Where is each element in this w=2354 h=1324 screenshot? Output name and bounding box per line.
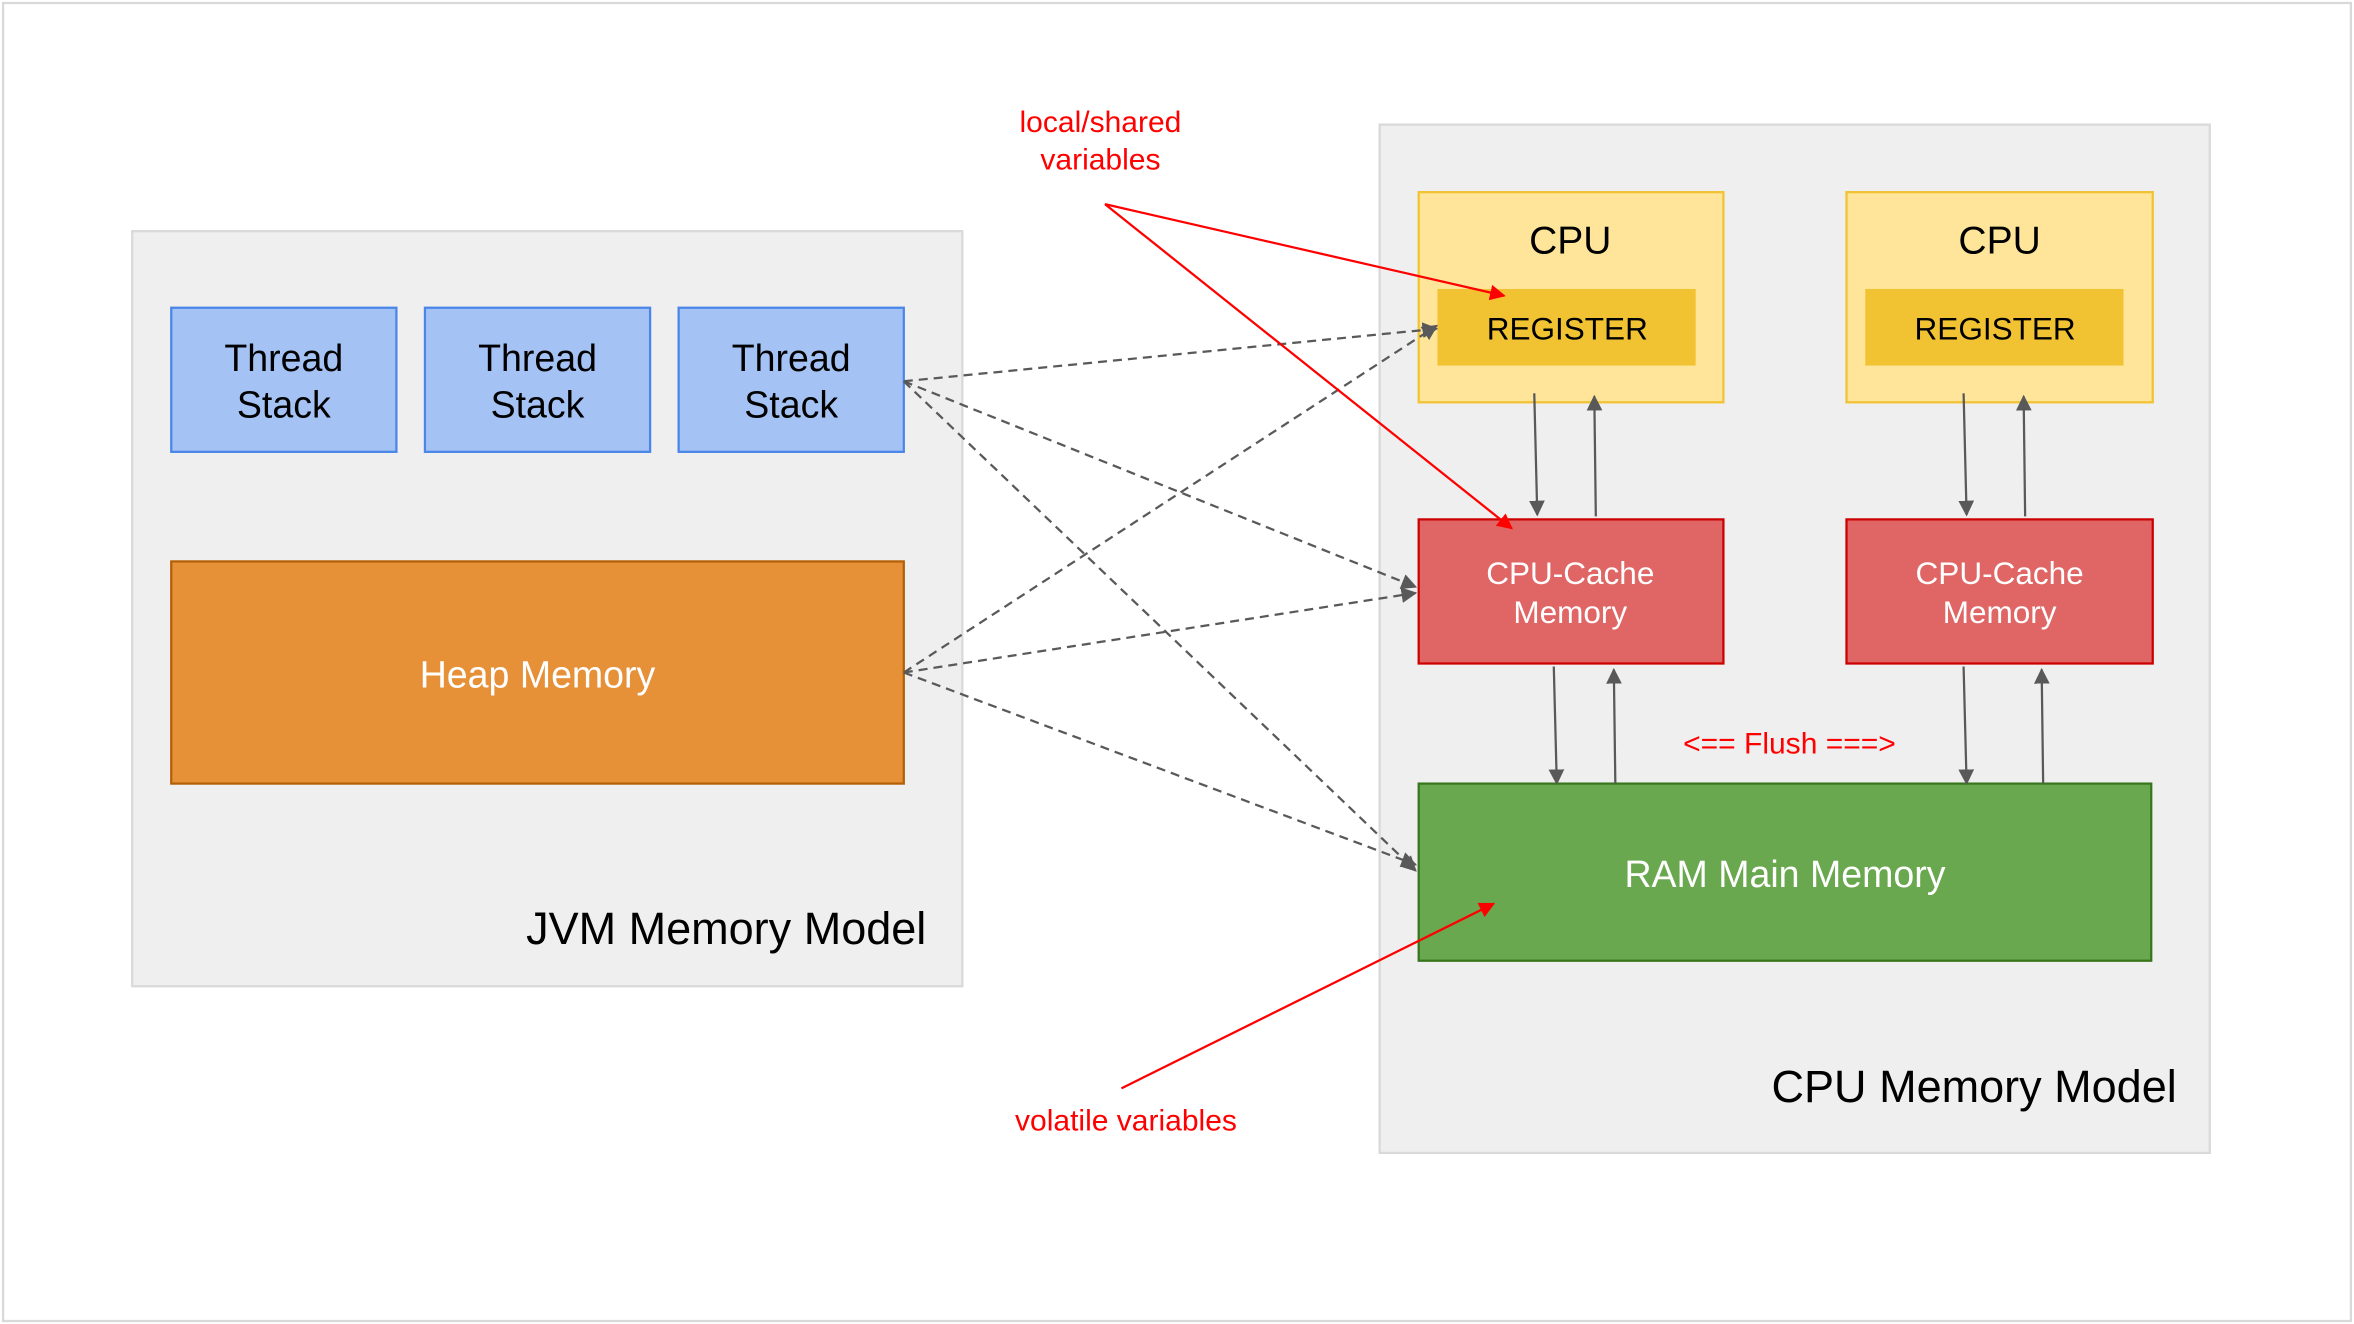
cpu-cache-1: CPU-Cache Memory: [1417, 518, 1725, 665]
svg-text:CPU-Cache: CPU-Cache: [1916, 555, 2084, 591]
svg-text:REGISTER: REGISTER: [1487, 310, 1648, 346]
cpu-model-title: CPU Memory Model: [1772, 1061, 2177, 1112]
heap-memory: Heap Memory: [170, 560, 905, 785]
svg-text:Stack: Stack: [744, 383, 838, 425]
jvm-title: JVM Memory Model: [526, 903, 926, 954]
svg-text:CPU: CPU: [1529, 220, 1611, 263]
cpu-1: CPU REGISTER: [1417, 191, 1725, 404]
ram-main-memory: RAM Main Memory: [1417, 782, 2153, 962]
thread-stack: Thread Stack: [170, 306, 398, 453]
local-shared-label-2: variables: [1040, 144, 1160, 177]
cpu-cache-2: CPU-Cache Memory: [1845, 518, 2154, 665]
register: [1437, 288, 1696, 366]
local-shared-label: local/shared: [1020, 106, 1182, 139]
volatile-label: volatile variables: [1015, 1104, 1237, 1137]
svg-text:Memory: Memory: [1943, 594, 2057, 630]
svg-text:Thread: Thread: [478, 337, 597, 379]
svg-text:Memory: Memory: [1513, 594, 1627, 630]
svg-text:CPU: CPU: [1958, 220, 2040, 263]
mapping-arrows: [903, 322, 1439, 872]
register: [1865, 288, 2124, 366]
svg-text:REGISTER: REGISTER: [1915, 310, 2076, 346]
annotation-arrows: [1104, 203, 1513, 1090]
cpu-memory-model: CPU REGISTER CPU REGISTER CPU-Cache Memo…: [1378, 123, 2211, 1154]
thread-stack: Thread Stack: [677, 306, 905, 453]
svg-text:RAM Main Memory: RAM Main Memory: [1624, 853, 1945, 895]
bus-arrows: [1529, 393, 2050, 786]
flush-label: <== Flush ===>: [1683, 728, 1896, 761]
svg-text:Heap Memory: Heap Memory: [420, 654, 656, 696]
svg-text:Thread: Thread: [732, 337, 851, 379]
thread-stack: Thread Stack: [423, 306, 652, 453]
jvm-memory-model: Thread Stack Thread Stack Thread Stack H…: [131, 230, 964, 988]
svg-text:Thread: Thread: [224, 337, 343, 379]
svg-text:CPU-Cache: CPU-Cache: [1486, 555, 1654, 591]
svg-text:Stack: Stack: [491, 383, 585, 425]
cpu-2: CPU REGISTER: [1845, 191, 2154, 404]
svg-text:Stack: Stack: [237, 383, 331, 425]
